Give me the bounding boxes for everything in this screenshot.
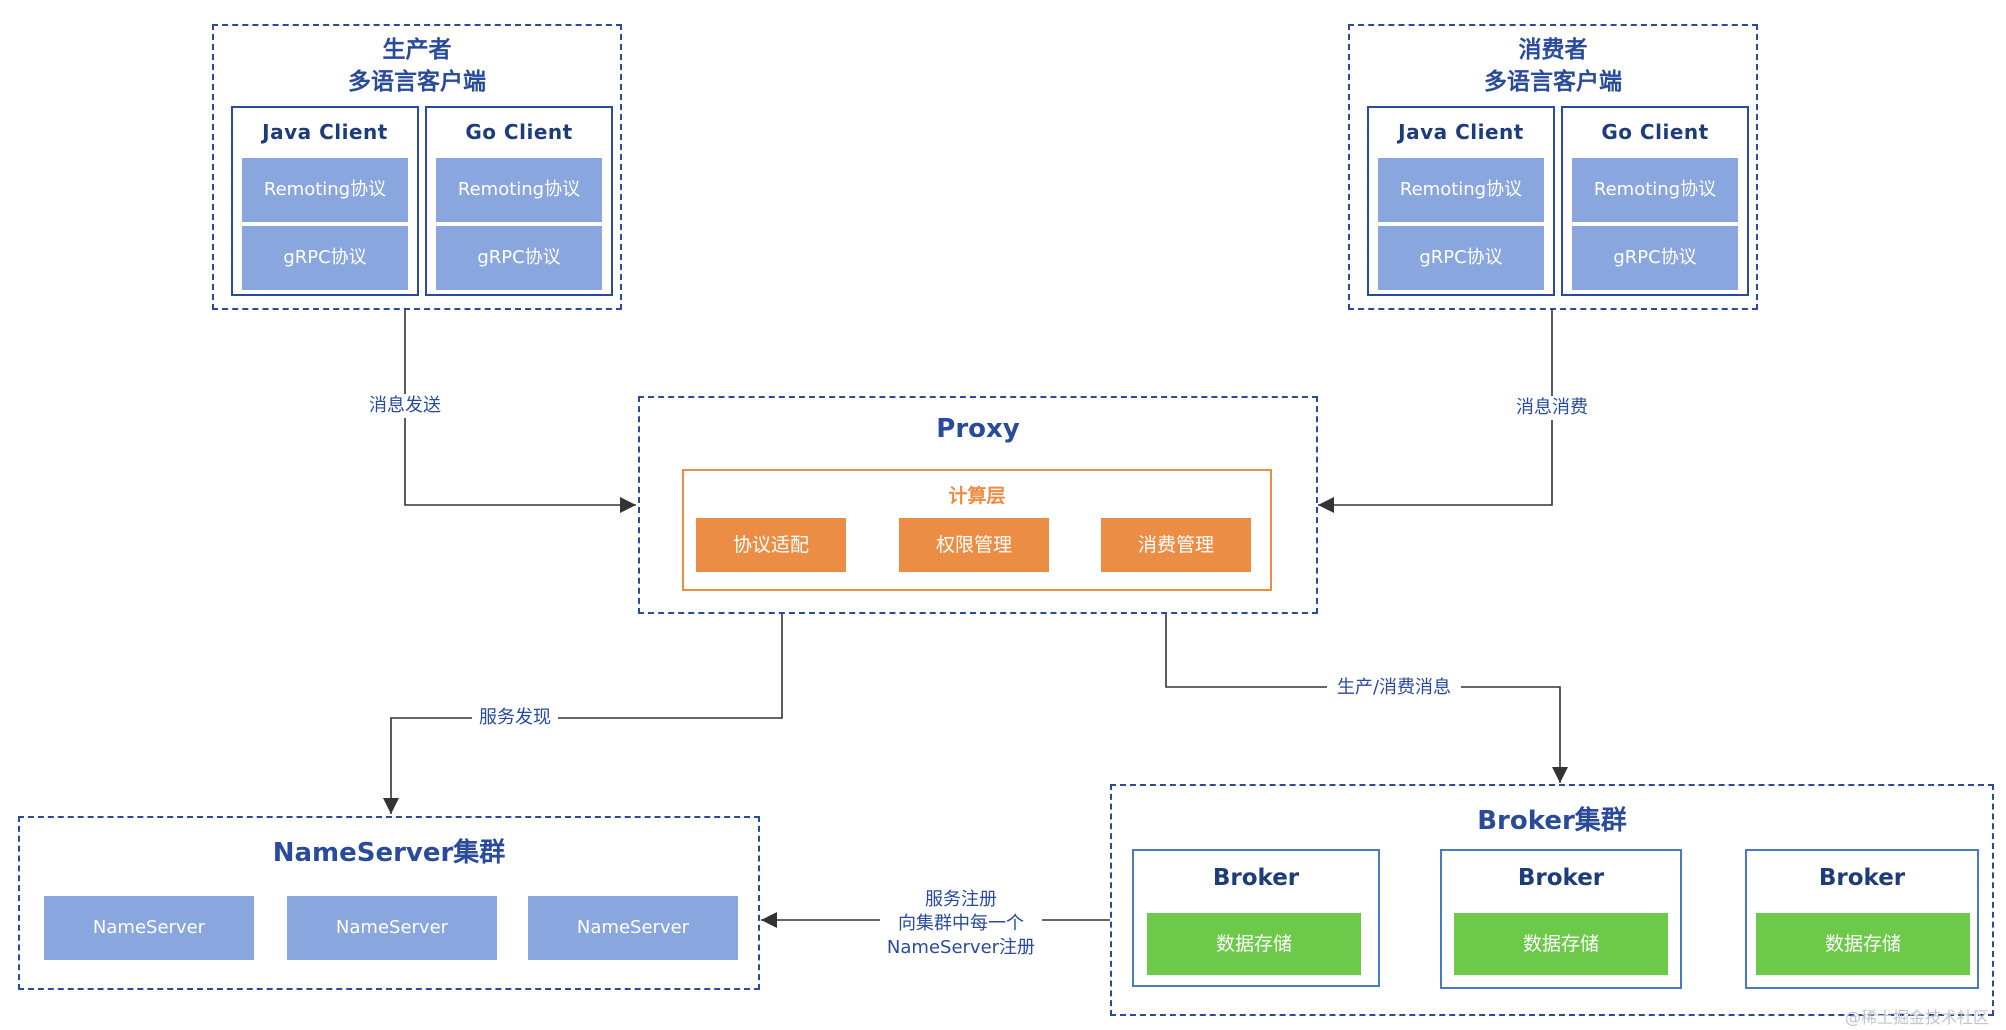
protocol-remoting: Remoting协议 xyxy=(436,158,602,222)
edge-send xyxy=(404,310,636,513)
broker-node: Broker 数据存储 xyxy=(1745,849,1979,989)
producer-go-client: Go Client Remoting协议 gRPC协议 xyxy=(425,106,613,296)
nameserver-cluster: NameServer集群 NameServer NameServer NameS… xyxy=(18,816,760,990)
consumer-subtitle: 多语言客户端 xyxy=(1484,69,1622,95)
edge-discovery xyxy=(383,614,783,814)
broker-cluster: Broker集群 Broker 数据存储 Broker 数据存储 Broker … xyxy=(1110,784,1994,1016)
edge-label-register-3: NameServer注册 xyxy=(880,936,1042,960)
nameserver-node: NameServer xyxy=(287,896,497,960)
watermark: @稀土掘金技术社区 xyxy=(1845,1008,1990,1027)
data-storage: 数据存储 xyxy=(1756,913,1970,975)
proxy-title: Proxy xyxy=(936,414,1020,444)
protocol-grpc: gRPC协议 xyxy=(1378,226,1544,290)
nameserver-cluster-title: NameServer集群 xyxy=(272,838,506,868)
producer-subtitle: 多语言客户端 xyxy=(348,69,486,95)
consumer-java-client: Java Client Remoting协议 gRPC协议 xyxy=(1367,106,1555,296)
module-consume-management: 消费管理 xyxy=(1101,518,1251,572)
protocol-grpc: gRPC协议 xyxy=(1572,226,1738,290)
nameserver-node: NameServer xyxy=(528,896,738,960)
broker-node: Broker 数据存储 xyxy=(1440,849,1682,989)
protocol-grpc: gRPC协议 xyxy=(242,226,408,290)
client-name: Java Client xyxy=(262,120,388,144)
edge-label-send: 消息发送 xyxy=(362,394,448,418)
broker-name: Broker xyxy=(1212,865,1300,891)
edge-label-consume: 消息消费 xyxy=(1509,396,1595,420)
compute-layer-title: 计算层 xyxy=(948,485,1006,507)
broker-name: Broker xyxy=(1517,865,1605,891)
client-name: Java Client xyxy=(1398,120,1524,144)
data-storage: 数据存储 xyxy=(1454,913,1668,975)
client-name: Go Client xyxy=(1601,120,1709,144)
client-name: Go Client xyxy=(465,120,573,144)
compute-layer-box: 计算层 协议适配 权限管理 消费管理 xyxy=(682,469,1272,591)
module-permission-management: 权限管理 xyxy=(899,518,1049,572)
broker-name: Broker xyxy=(1818,865,1906,891)
edge-label-register-1: 服务注册 xyxy=(880,888,1042,912)
producer-java-client: Java Client Remoting协议 gRPC协议 xyxy=(231,106,419,296)
nameserver-node: NameServer xyxy=(44,896,254,960)
edge-label-produce-consume: 生产/消费消息 xyxy=(1327,676,1461,700)
module-protocol-adapter: 协议适配 xyxy=(696,518,846,572)
protocol-remoting: Remoting协议 xyxy=(1378,158,1544,222)
data-storage: 数据存储 xyxy=(1147,913,1361,975)
consumer-title: 消费者 xyxy=(1518,37,1588,63)
consumer-go-client: Go Client Remoting协议 gRPC协议 xyxy=(1561,106,1749,296)
protocol-remoting: Remoting协议 xyxy=(1572,158,1738,222)
protocol-grpc: gRPC协议 xyxy=(436,226,602,290)
broker-cluster-title: Broker集群 xyxy=(1477,806,1627,836)
broker-node: Broker 数据存储 xyxy=(1132,849,1380,987)
producer-group: 生产者 多语言客户端 Java Client Remoting协议 gRPC协议… xyxy=(212,24,622,310)
proxy-box: Proxy 计算层 协议适配 权限管理 消费管理 xyxy=(638,396,1318,614)
consumer-group: 消费者 多语言客户端 Java Client Remoting协议 gRPC协议… xyxy=(1348,24,1758,310)
producer-title: 生产者 xyxy=(382,37,452,63)
edge-consume xyxy=(1318,310,1553,513)
edge-label-register-2: 向集群中每一个 xyxy=(880,912,1042,936)
protocol-remoting: Remoting协议 xyxy=(242,158,408,222)
edge-label-discovery: 服务发现 xyxy=(472,706,558,730)
